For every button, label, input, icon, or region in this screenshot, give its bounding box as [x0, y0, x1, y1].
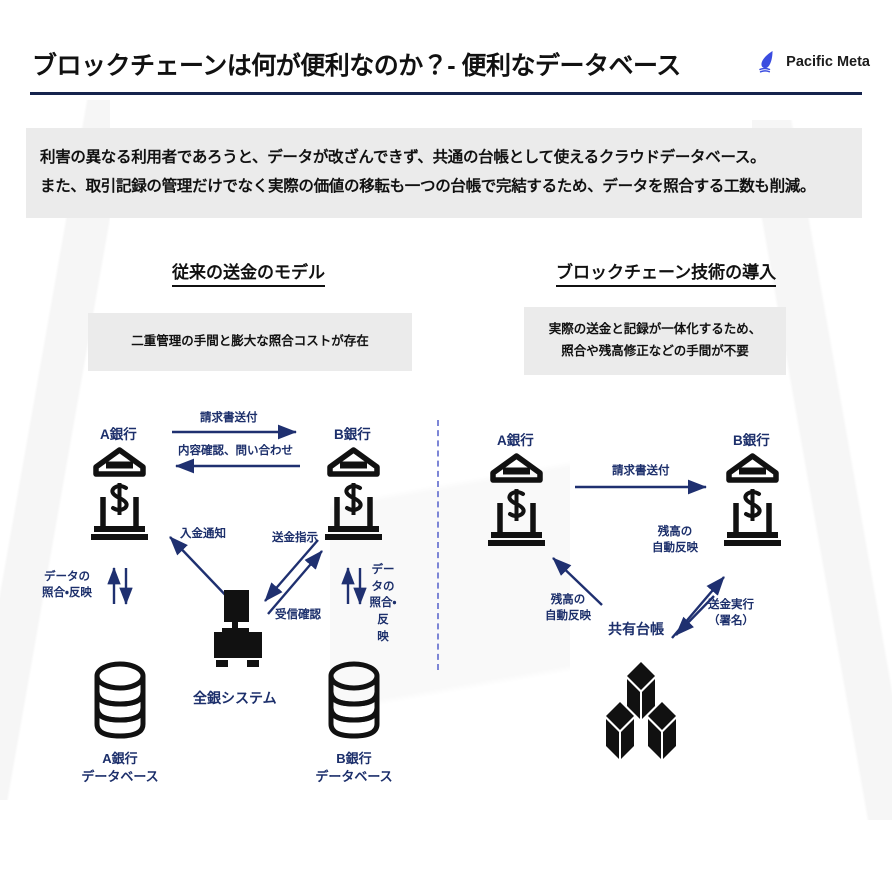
arrow-deposit-notice — [169, 536, 233, 603]
label-database-a-line1: A銀行 — [102, 751, 138, 766]
label-bank-a-left: A銀行 — [100, 427, 137, 442]
summary-line-1: 利害の異なる利用者であろうと、データが改ざんできず、共通の台帳として使えるクラウ… — [40, 149, 766, 167]
label-data-sync-b-line3: 映 — [377, 630, 389, 643]
brand-logo-text: Pacific Meta — [786, 54, 870, 70]
database-b-icon — [328, 661, 380, 739]
bank-b-icon-right — [724, 453, 781, 546]
label-balance-auto-left-line2: 自動反映 — [545, 609, 591, 622]
summary-line-2: また、取引記録の管理だけでなく実際の価値の移転も一つの台帳で完結するため、データ… — [40, 178, 816, 195]
label-balance-auto-right-line1: 残高の — [657, 526, 693, 538]
label-transfer-exec-line1: 送金実行 — [708, 599, 754, 611]
label-database-a-line2: データベース — [81, 769, 159, 785]
arrow-balance-auto-right — [671, 576, 725, 639]
arrow-balance-auto-left — [552, 557, 603, 606]
note-legacy-text: 二重管理の手間と膨大な照合コストが存在 — [131, 334, 369, 349]
label-data-sync-b: データの 照合・反 映 — [366, 562, 400, 645]
note-blockchain-line-1: 実際の送金と記録が一体化するため、 — [548, 322, 762, 337]
label-balance-auto-left-line1: 残高の — [550, 594, 586, 606]
summary-band: 利害の異なる利用者であろうと、データが改ざんできず、共通の台帳として使えるクラウ… — [26, 128, 862, 218]
label-shared-ledger: 共有台帳 — [608, 621, 664, 637]
label-data-sync-b-line2: 照合・反 — [369, 597, 397, 627]
arrow-transfer-order — [264, 539, 319, 602]
label-bank-a-right: A銀行 — [497, 433, 534, 448]
label-flow-transfer-order: 送金指示 — [272, 532, 318, 544]
label-database-b-line1: B銀行 — [336, 751, 372, 766]
database-a-icon — [94, 661, 146, 739]
bank-b-icon-left — [325, 447, 382, 540]
label-data-sync-a: データの 照合・反映 — [42, 570, 92, 601]
note-box-legacy: 二重管理の手間と膨大な照合コストが存在 — [88, 313, 412, 371]
page-title: ブロックチェーンは何が便利なのか？- 便利なデータベース — [32, 52, 681, 80]
label-flow-inquiry-left: 内容確認、問い合わせ — [178, 445, 293, 457]
label-flow-deposit-notice: 入金通知 — [180, 528, 226, 540]
bank-a-icon-right — [488, 453, 545, 546]
label-bank-b-right: B銀行 — [733, 433, 770, 448]
panel-divider-dashed — [437, 420, 439, 670]
section-heading-legacy: 従来の送金のモデル — [172, 258, 325, 287]
note-box-blockchain: 実際の送金と記録が一体化するため、 照合や残高修正などの手間が不要 — [524, 307, 786, 375]
label-transfer-exec: 送金実行 （署名） — [708, 598, 754, 629]
bank-a-icon-left — [91, 447, 148, 540]
zengin-system-icon — [214, 590, 262, 667]
section-heading-blockchain: ブロックチェーン技術の導入 — [556, 258, 777, 287]
label-data-sync-a-line1: データの — [43, 571, 90, 583]
arrow-transfer-exec — [675, 595, 715, 636]
label-zengin-system: 全銀システム — [193, 690, 277, 706]
label-flow-invoice-left: 請求書送付 — [200, 412, 258, 424]
label-balance-auto-right: 残高の 自動反映 — [652, 525, 698, 556]
label-flow-invoice-right: 請求書送付 — [612, 465, 670, 477]
note-blockchain-line-2: 照合や残高修正などの手間が不要 — [561, 344, 749, 358]
label-bank-b-left: B銀行 — [334, 427, 371, 442]
arrow-receipt-confirm — [267, 550, 323, 615]
brand-logo: Pacific Meta — [759, 50, 870, 74]
label-data-sync-b-line1: データの — [371, 564, 395, 593]
label-balance-auto-right-line2: 自動反映 — [652, 541, 698, 554]
title-divider-rule — [30, 92, 862, 95]
label-balance-auto-left: 残高の 自動反映 — [545, 593, 591, 624]
pacific-meta-sail-icon — [759, 51, 773, 73]
label-database-b: B銀行 データベース — [312, 750, 396, 786]
label-database-a: A銀行 データベース — [78, 750, 162, 786]
label-database-b-line2: データベース — [315, 769, 393, 785]
label-transfer-exec-line2: （署名） — [708, 614, 754, 627]
shared-ledger-blockchain-icon — [606, 662, 676, 759]
label-flow-receipt-confirm: 受信確認 — [275, 609, 321, 621]
label-data-sync-a-line2: 照合・反映 — [42, 586, 92, 599]
